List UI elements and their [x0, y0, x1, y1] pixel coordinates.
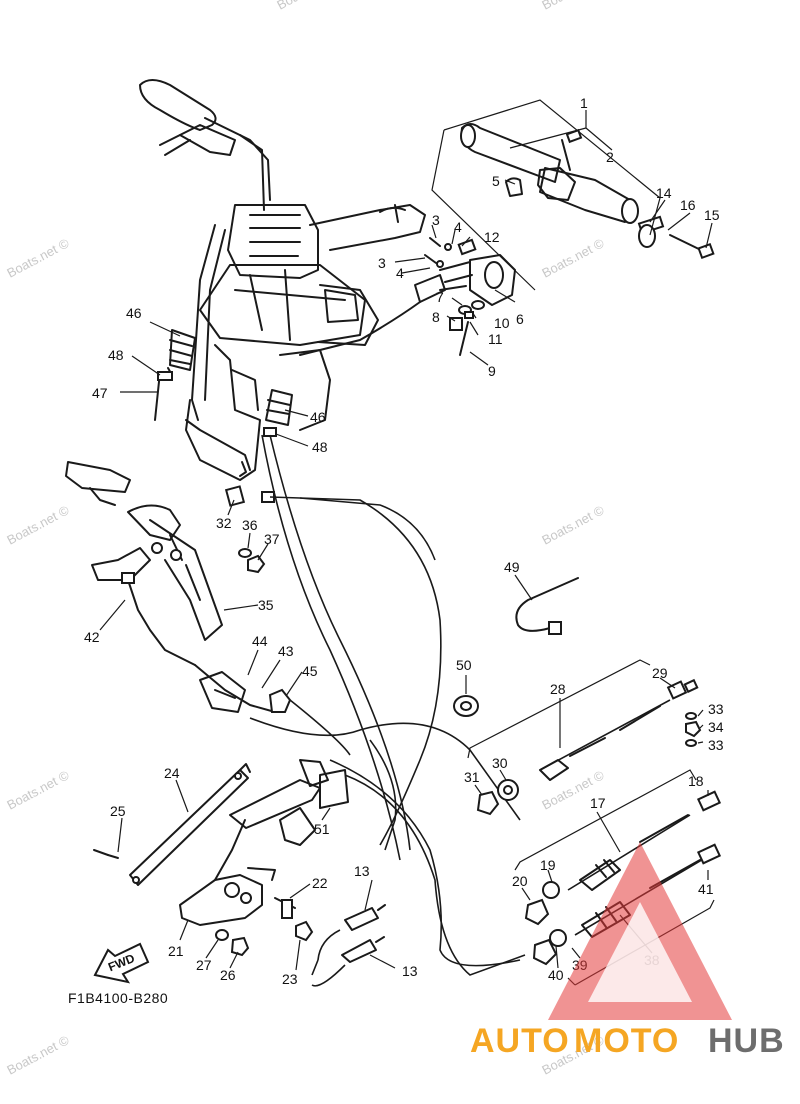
cable-tie: [515, 577, 579, 635]
callout-48: 48: [108, 347, 124, 363]
callout-16: 16: [680, 197, 696, 213]
callout-20: 20: [512, 873, 528, 889]
callout-15: 15: [704, 207, 720, 223]
callout-41: 41: [698, 881, 714, 897]
handlebar-assembly: [139, 79, 426, 481]
watermark: Boats.net ©: [274, 0, 342, 13]
throttle-grip: [460, 123, 639, 224]
callout-3: 3: [432, 212, 440, 228]
callout-1: 1: [580, 95, 588, 111]
switch-housing: [299, 237, 516, 356]
watermark: Boats.net ©: [539, 502, 607, 547]
callout-10: 10: [494, 315, 510, 331]
automotohub-logo: AUTO MOTO HUB: [470, 842, 785, 1060]
fwd-arrow-icon: FWD: [93, 942, 150, 984]
stop-switch-cables: [311, 904, 386, 987]
callout-7: 7: [436, 289, 444, 305]
callout-48: 48: [312, 439, 328, 455]
callout-46: 46: [126, 305, 142, 321]
throttle-pedal: [65, 461, 292, 713]
control-cables: [249, 434, 526, 976]
watermark: Boats.net ©: [539, 0, 607, 13]
callout-4: 4: [396, 265, 404, 281]
cable-boots: [154, 329, 293, 437]
callout-6: 6: [516, 311, 524, 327]
callout-9: 9: [488, 363, 496, 379]
callout-25: 25: [110, 803, 126, 819]
callout-12: 12: [484, 229, 500, 245]
callout-42: 42: [84, 629, 100, 645]
callout-35: 35: [258, 597, 274, 613]
callout-2: 2: [606, 149, 614, 165]
callout-3: 3: [378, 255, 386, 271]
callout-36: 36: [242, 517, 258, 533]
callout-33: 33: [708, 701, 724, 717]
callout-34: 34: [708, 719, 724, 735]
callout-51: 51: [314, 821, 330, 837]
callout-33: 33: [708, 737, 724, 753]
callout-40: 40: [548, 967, 564, 983]
brand-part-hub: HUB: [708, 1022, 785, 1060]
callout-50: 50: [456, 657, 472, 673]
callout-37: 37: [264, 531, 280, 547]
diagram-code: F1B4100-B280: [68, 990, 168, 1006]
callout-17: 17: [590, 795, 606, 811]
callout-13: 13: [354, 863, 370, 879]
leader-lines: [99, 110, 713, 971]
callout-24: 24: [164, 765, 180, 781]
callout-13: 13: [402, 963, 418, 979]
callout-26: 26: [220, 967, 236, 983]
watermark: Boats.net ©: [4, 235, 72, 280]
callout-47: 47: [92, 385, 108, 401]
callout-28: 28: [550, 681, 566, 697]
callout-43: 43: [278, 643, 294, 659]
cable-17: [524, 790, 722, 926]
watermark: Boats.net ©: [4, 767, 72, 812]
callout-8: 8: [432, 309, 440, 325]
callout-45: 45: [302, 663, 318, 679]
callout-30: 30: [492, 755, 508, 771]
watermark: Boats.net ©: [4, 502, 72, 547]
watermark-layer: Boats.net © Boats.net © Boats.net © Boat…: [4, 0, 607, 1078]
group-brackets: [431, 99, 715, 986]
callout-5: 5: [492, 173, 500, 189]
callout-21: 21: [168, 943, 184, 959]
grip-end-parts: [637, 215, 715, 260]
watermark: Boats.net ©: [539, 235, 607, 280]
shift-lever-assembly: [93, 759, 349, 957]
callout-19: 19: [540, 857, 556, 873]
watermark: Boats.net ©: [4, 1032, 72, 1077]
callout-18: 18: [688, 773, 704, 789]
callout-32: 32: [216, 515, 232, 531]
callout-4: 4: [454, 219, 462, 235]
callout-44: 44: [252, 633, 268, 649]
callout-31: 31: [464, 769, 480, 785]
callout-23: 23: [282, 971, 298, 987]
brand-part-moto: MOTO: [574, 1022, 679, 1060]
grommet: [453, 695, 479, 717]
callout-29: 29: [652, 665, 668, 681]
callout-14: 14: [656, 185, 672, 201]
callout-22: 22: [312, 875, 328, 891]
callout-46: 46: [310, 409, 326, 425]
callout-27: 27: [196, 957, 212, 973]
brand-part-auto: AUTO: [470, 1022, 570, 1060]
nut-set-upper: [476, 779, 519, 816]
callout-49: 49: [504, 559, 520, 575]
callout-11: 11: [488, 331, 503, 347]
